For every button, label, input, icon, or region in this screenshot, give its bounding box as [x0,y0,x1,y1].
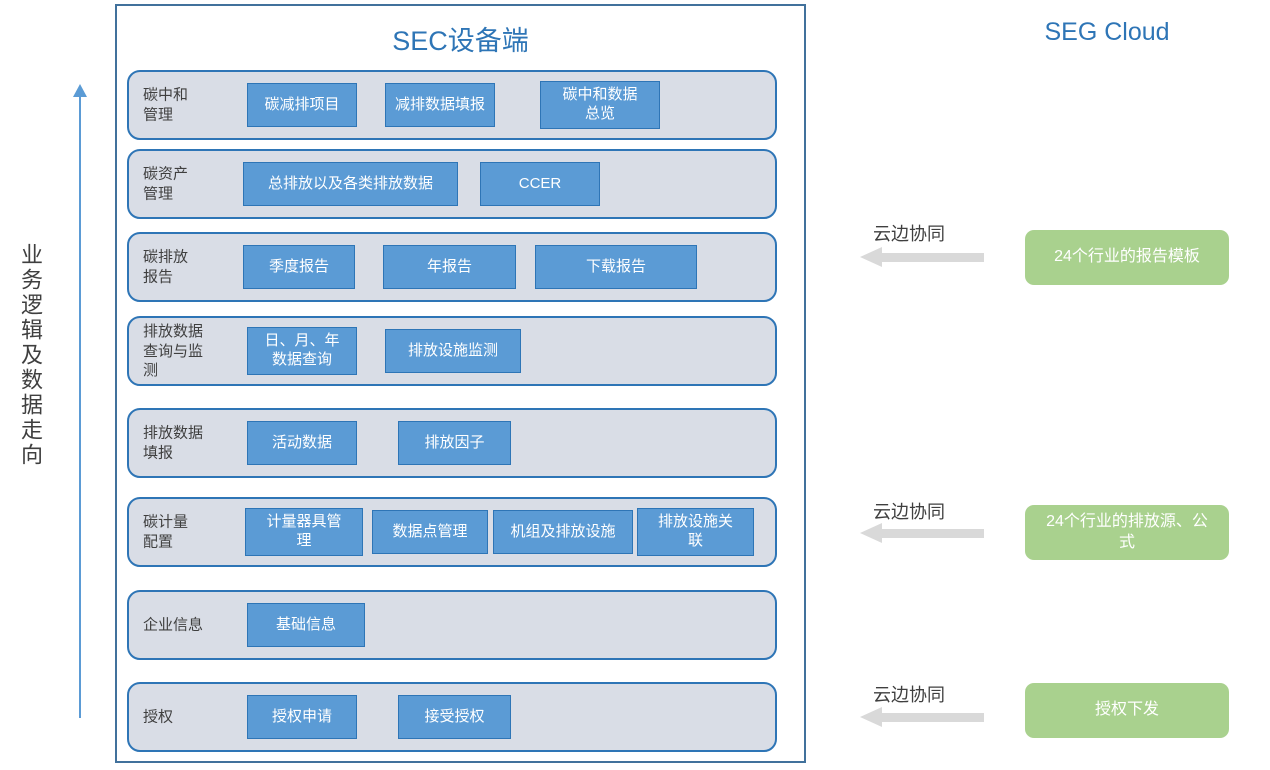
left-arrow-icon [860,707,984,727]
cloud-edge-sync-label: 云边协同 [873,224,945,244]
arrow-shaft [881,713,984,722]
chip-reduction-data-reporting: 减排数据填报 [385,83,495,127]
row-carbon-asset-mgmt: 碳资产 管理 总排放以及各类排放数据 CCER [127,149,777,219]
cloud-box-report-templates: 24个行业的报告模板 [1025,230,1229,285]
row-label: 碳资产 管理 [143,165,189,203]
row-carbon-emission-report: 碳排放 报告 季度报告 年报告 下载报告 [127,232,777,302]
row-label: 排放数据 查询与监 测 [143,322,204,379]
chip-emission-facility-association: 排放设施关 联 [637,508,754,556]
chip-download-report: 下载报告 [535,245,697,289]
chip-carbon-neutrality-overview: 碳中和数据 总览 [540,81,660,129]
seg-cloud-title: SEG Cloud [1044,18,1170,46]
arrow-head [860,707,882,727]
chip-unit-and-emission-facility: 机组及排放设施 [493,510,633,554]
row-authorization: 授权 授权申请 接受授权 [127,682,777,752]
row-label: 碳排放 报告 [143,248,189,286]
left-arrow-icon [860,523,984,543]
row-carbon-metering-config: 碳计量 配置 计量器具管 理 数据点管理 机组及排放设施 排放设施关 联 [127,497,777,567]
row-emission-data-query-monitoring: 排放数据 查询与监 测 日、月、年 数据查询 排放设施监测 [127,316,777,386]
row-emission-data-reporting: 排放数据 填报 活动数据 排放因子 [127,408,777,478]
row-label: 授权 [143,708,174,726]
chip-activity-data: 活动数据 [247,421,357,465]
flow-axis-line [79,96,81,718]
cloud-edge-sync-label: 云边协同 [873,502,945,522]
left-arrow-icon [860,247,984,267]
row-label: 碳中和 管理 [143,86,189,124]
chip-metering-device-mgmt: 计量器具管 理 [245,508,363,556]
sec-device-panel-title: SEC设备端 [392,26,529,56]
chip-total-emissions-data: 总排放以及各类排放数据 [243,162,458,206]
chip-basic-info: 基础信息 [247,603,365,647]
cloud-box-authorization-issuance: 授权下发 [1025,683,1229,738]
flow-axis-label: 业务逻辑及数据走向 [18,243,43,468]
chip-carbon-reduction-projects: 碳减排项目 [247,83,357,127]
arrow-head [860,523,882,543]
chip-quarterly-report: 季度报告 [243,245,355,289]
sec-device-panel: SEC设备端 碳中和 管理 碳减排项目 减排数据填报 碳中和数据 总览 碳资产 … [115,4,806,763]
chip-authorization-request: 授权申请 [247,695,357,739]
row-label: 排放数据 填报 [143,424,204,462]
chip-emission-facility-monitoring: 排放设施监测 [385,329,521,373]
chip-ccer: CCER [480,162,600,206]
row-enterprise-info: 企业信息 基础信息 [127,590,777,660]
chip-annual-report: 年报告 [383,245,516,289]
chip-accept-authorization: 接受授权 [398,695,511,739]
cloud-edge-sync-label: 云边协同 [873,685,945,705]
cloud-box-emission-sources-formulas: 24个行业的排放源、公 式 [1025,505,1229,560]
chip-data-point-mgmt: 数据点管理 [372,510,488,554]
arrow-shaft [881,529,984,538]
chip-emission-factor: 排放因子 [398,421,511,465]
arrow-shaft [881,253,984,262]
arrow-head [860,247,882,267]
up-arrow-icon [73,84,87,97]
row-carbon-neutrality-mgmt: 碳中和 管理 碳减排项目 减排数据填报 碳中和数据 总览 [127,70,777,140]
chip-day-month-year-query: 日、月、年 数据查询 [247,327,357,375]
row-label: 碳计量 配置 [143,513,189,551]
row-label: 企业信息 [143,616,204,634]
